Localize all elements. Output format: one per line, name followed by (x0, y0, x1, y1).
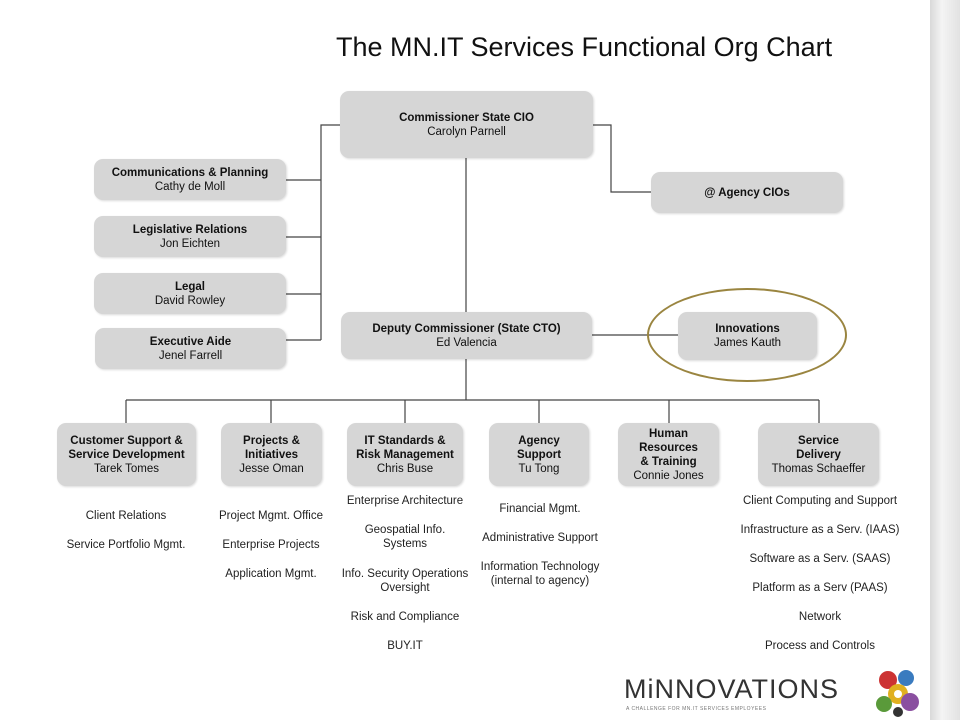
division-title: Agency (518, 434, 560, 447)
division-name: Connie Jones (633, 469, 704, 482)
division-box-it-standards: IT Standards & Risk Management Chris Bus… (347, 423, 463, 486)
staff-name: Cathy de Moll (154, 180, 226, 193)
function-item: Project Mgmt. Office (219, 510, 323, 522)
division-title: Service (798, 434, 839, 447)
staff-box-legislative: Legislative Relations Jon Eichten (94, 216, 286, 257)
division-name: Tarek Tomes (94, 462, 159, 475)
innovations-name: James Kauth (713, 337, 782, 349)
division-title: Risk Management (356, 448, 454, 461)
staff-box-executive-aide: Executive Aide Jenel Farrell (95, 328, 286, 369)
minnovations-logo: MiNNOVATIONS A CHALLENGE FOR MN.IT SERVI… (612, 664, 922, 720)
division-name: Tu Tong (518, 462, 560, 475)
agency-connector (593, 124, 651, 193)
connector-lines (125, 124, 820, 423)
function-item: Service Portfolio Mgmt. (66, 539, 186, 551)
function-item: Information Technology (internal to agen… (480, 561, 600, 587)
agency-cios-box: @ Agency CIOs (651, 172, 843, 213)
division-title: Service Development (68, 448, 185, 461)
division-title: Projects & (243, 434, 300, 447)
staff-name: Jenel Farrell (158, 349, 223, 362)
division-title: Customer Support & (70, 434, 183, 447)
page-title: The MN.IT Services Functional Org Chart (336, 32, 833, 62)
innovations-title: Innovations (715, 323, 780, 335)
function-item: Platform as a Serv (PAAS) (752, 582, 888, 594)
division-title: Resources (639, 441, 698, 454)
division-name: Thomas Schaeffer (771, 462, 866, 475)
division-name: Jesse Oman (239, 462, 304, 475)
agency-title: @ Agency CIOs (704, 186, 790, 199)
division-box-service-delivery: Service Delivery Thomas Schaeffer (758, 423, 879, 486)
highlight-ring (647, 288, 847, 382)
division-box-human-resources: Human Resources & Training Connie Jones (618, 423, 719, 486)
logo-text: MiNNOVATIONS (624, 674, 840, 704)
commissioner-name: Carolyn Parnell (427, 125, 506, 138)
division-title: & Training (640, 455, 697, 468)
innovations-box: Innovations James Kauth (678, 312, 817, 360)
division-title: Human (649, 427, 688, 440)
function-item: Enterprise Projects (222, 539, 320, 551)
staff-title: Legal (174, 280, 206, 293)
division-box-customer-support: Customer Support & Service Development T… (57, 423, 196, 486)
division-box-agency-support: Agency Support Tu Tong (489, 423, 589, 486)
function-item: Infrastructure as a Serv. (IAAS) (740, 524, 900, 536)
function-item: Risk and Compliance (350, 611, 460, 623)
function-item: Enterprise Architecture (346, 495, 464, 507)
commissioner-title: Commissioner State CIO (399, 111, 534, 124)
division-title: Delivery (796, 448, 841, 461)
staff-title: Executive Aide (149, 335, 232, 348)
staff-title: Legislative Relations (132, 223, 248, 236)
function-item: Network (798, 611, 842, 623)
slide-edge (930, 0, 960, 720)
staff-name: Jon Eichten (159, 237, 221, 250)
staff-connector (320, 124, 340, 340)
function-item: Software as a Serv. (SAAS) (749, 553, 891, 565)
staff-box-legal: Legal David Rowley (94, 273, 286, 314)
logo-collage-icon (876, 670, 919, 717)
logo-tagline: A CHALLENGE FOR MN.IT SERVICES EMPLOYEES (626, 706, 767, 712)
function-item: Geospatial Info. Systems (364, 524, 446, 550)
function-item: Client Computing and Support (742, 495, 898, 507)
division-box-projects: Projects & Initiatives Jesse Oman (221, 423, 322, 486)
staff-title: Communications & Planning (111, 166, 269, 179)
commissioner-box: Commissioner State CIO Carolyn Parnell (340, 91, 593, 158)
function-item: Process and Controls (765, 640, 875, 652)
function-item: BUY.IT (387, 640, 423, 652)
function-item: Financial Mgmt. (499, 503, 581, 515)
staff-name: David Rowley (154, 294, 226, 307)
function-item: Client Relations (85, 510, 167, 522)
division-name: Chris Buse (376, 462, 434, 475)
function-item: Administrative Support (482, 532, 598, 544)
staff-box-communications: Communications & Planning Cathy de Moll (94, 159, 286, 200)
division-title: Support (516, 448, 562, 461)
division-title: IT Standards & (364, 434, 446, 447)
function-item: Application Mgmt. (225, 568, 317, 580)
division-title: Initiatives (244, 448, 299, 461)
deputy-box: Deputy Commissioner (State CTO) Ed Valen… (341, 312, 592, 359)
deputy-name: Ed Valencia (436, 336, 497, 349)
deputy-title: Deputy Commissioner (State CTO) (372, 322, 561, 335)
function-item: Info. Security Operations Oversight (341, 568, 469, 594)
